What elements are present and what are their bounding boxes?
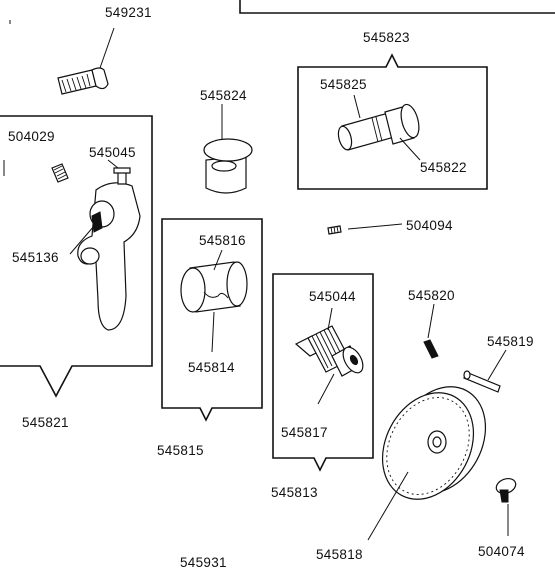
label-545820: 545820 [408,288,455,303]
part-504074-screw [495,477,517,536]
group-545813-box [272,273,374,472]
label-504094: 504094 [406,218,453,233]
label-549231: 549231 [105,5,152,20]
part-545822-bushing [337,94,421,161]
label-545825: 545825 [320,77,367,92]
part-545818-knurled-knob [367,386,487,541]
label-545931: 545931 [180,555,227,570]
label-545136: 545136 [12,250,59,265]
label-545819: 545819 [487,334,534,349]
label-504074: 504074 [478,544,525,559]
part-545819-pin [463,349,507,393]
part-504029-setscrew [51,163,69,183]
label-545821: 545821 [22,415,69,430]
top-frame [239,0,555,14]
group-545821-box [0,115,153,398]
label-545824: 545824 [200,88,247,103]
label-545814: 545814 [188,360,235,375]
label-545822: 545822 [420,160,467,175]
label-545044: 545044 [309,289,356,304]
part-504094-pin [327,223,403,235]
left-edge-marks [3,20,11,176]
part-545136-crank-arm [69,159,141,331]
label-545823: 545823 [363,30,410,45]
label-545815: 545815 [157,443,204,458]
label-545817: 545817 [281,425,328,440]
label-545813: 545813 [271,485,318,500]
group-545815-box [161,218,263,422]
label-545816: 545816 [199,233,246,248]
label-545818: 545818 [316,547,363,562]
part-545824-sleeve [203,104,253,194]
group-545823-box [297,53,488,190]
label-545045: 545045 [89,145,136,160]
part-545820-spring-pin [423,303,439,359]
part-549231-screw [57,27,115,95]
part-545814-cam-sleeve [180,249,248,353]
part-545817-shaft [294,307,364,405]
label-504029: 504029 [8,129,55,144]
